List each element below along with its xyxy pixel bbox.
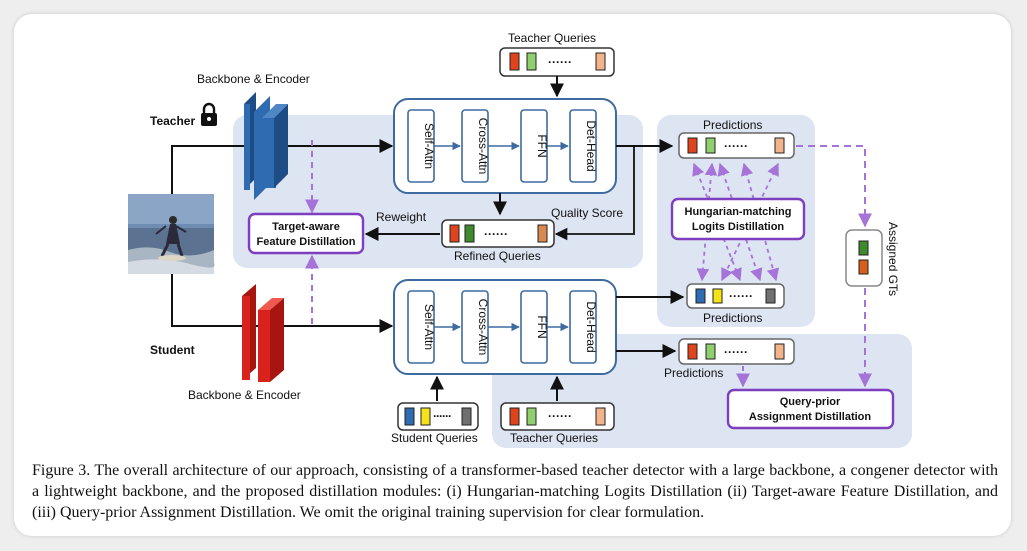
figure-caption: Figure 3. The overall architecture of ou… (32, 462, 998, 521)
predictions-top-label: Predictions (703, 118, 762, 132)
predictions-bottom-label: Predictions (664, 366, 723, 380)
backbone-bottom-label: Backbone & Encoder (188, 388, 301, 402)
predictions-bottom (678, 338, 795, 365)
hungarian-matching-logits-distillation (670, 197, 806, 241)
predictions-mid (686, 283, 785, 309)
tfd-line1: Target-aware (272, 221, 340, 233)
assigned-gts-label: Assigned GTs (886, 222, 900, 296)
lock-icon (201, 102, 217, 126)
surfer-photo (128, 194, 215, 274)
predictions-top-dots: ······ (724, 139, 748, 153)
t-block-self-attn: Self-Attn (422, 123, 436, 169)
figure-card: Teacher Student Backbone & Encoder Backb… (14, 14, 1011, 536)
student-queries-label: Student Queries (391, 431, 478, 445)
predictions-bottom-dots: ······ (724, 345, 748, 359)
predictions-mid-label: Predictions (703, 311, 762, 325)
predictions-top (678, 132, 795, 159)
predictions-mid-dots: ······ (729, 289, 753, 303)
student-backbone-blocks (242, 284, 284, 382)
student-flow-line (171, 274, 394, 333)
assigned-gts (845, 229, 883, 287)
teacher-queries-top-label: Teacher Queries (508, 31, 596, 45)
hld-line1: Hungarian-matching (685, 206, 792, 218)
student-decoder-blocks (407, 290, 597, 364)
query-prior-assignment-distillation (726, 388, 895, 430)
backbone-top-label: Backbone & Encoder (197, 72, 310, 86)
teacher-queries-bottom (500, 402, 615, 431)
t-block-cross-attn: Cross-Attn (476, 118, 490, 175)
qad-line2: Assignment Distillation (749, 411, 872, 423)
teacher-backbone-blocks (244, 92, 288, 200)
s-block-self-attn: Self-Attn (422, 304, 436, 350)
s-block-ffn: FFN (535, 315, 549, 338)
teacher-label: Teacher (150, 114, 195, 128)
s-block-det-head: Det-Head (584, 301, 598, 352)
tfd-line2: Feature Distillation (256, 236, 355, 248)
target-aware-feature-distillation (247, 212, 365, 255)
student-label: Student (150, 343, 195, 357)
quality-score-line (554, 146, 635, 241)
gt-dashed-line (796, 145, 872, 228)
hld-line2: Logits Distillation (692, 221, 785, 233)
refined-queries-label: Refined Queries (454, 249, 541, 263)
t-block-det-head: Det-Head (584, 120, 598, 171)
qad-line1: Query-prior (780, 396, 841, 408)
teacher-queries-top-dots: ······ (548, 55, 572, 69)
quality-score-label: Quality Score (551, 206, 623, 220)
student-queries (397, 402, 479, 431)
student-queries-dots: ······ (433, 409, 451, 423)
refined-queries (441, 219, 555, 248)
reweight-label: Reweight (376, 210, 427, 224)
s-block-cross-attn: Cross-Attn (476, 299, 490, 356)
refined-queries-dots: ······ (484, 227, 508, 241)
teacher-queries-bottom-label: Teacher Queries (510, 431, 598, 445)
teacher-flow-line (171, 139, 394, 194)
t-block-ffn: FFN (535, 134, 549, 157)
teacher-queries-bottom-dots: ······ (548, 409, 572, 423)
teacher-decoder-blocks (407, 109, 597, 183)
